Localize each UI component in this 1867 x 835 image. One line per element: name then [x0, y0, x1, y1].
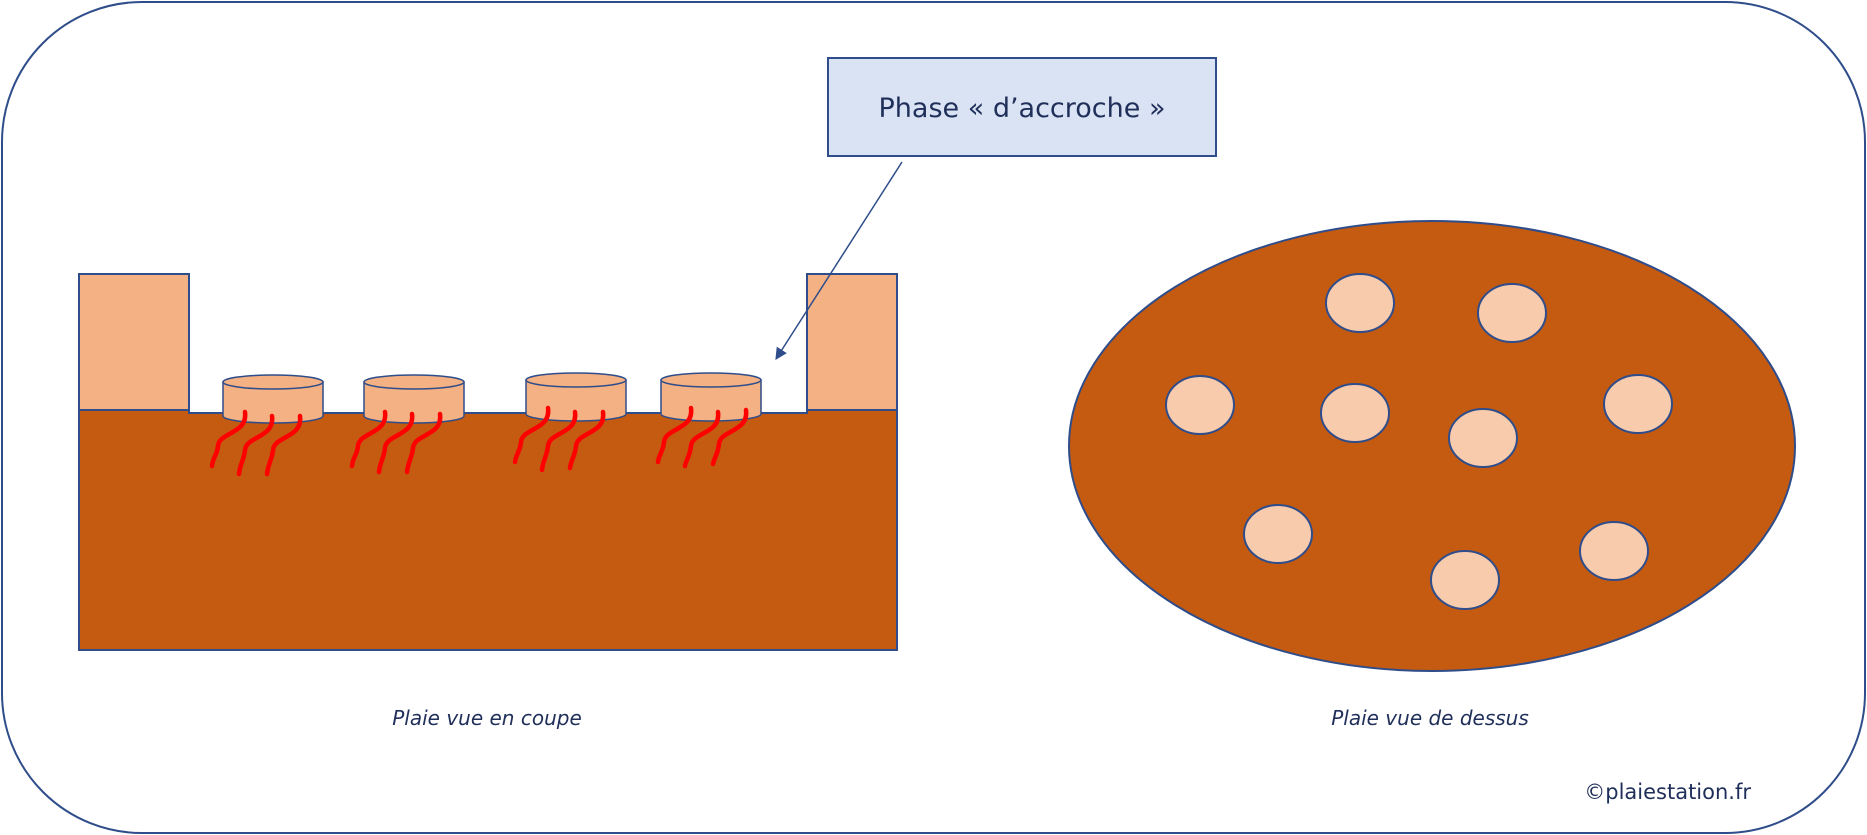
graft-top	[1325, 273, 1395, 333]
fiber	[567, 409, 606, 471]
fiber	[376, 411, 415, 475]
callout-label: Phase « d’accroche »	[879, 93, 1166, 124]
graft-section-3	[525, 372, 627, 422]
graft-top	[1243, 504, 1313, 564]
section-view	[78, 273, 898, 651]
anchoring-fibers	[209, 405, 749, 477]
graft-top	[1320, 383, 1390, 443]
skin-edge-right	[806, 273, 898, 411]
fiber	[539, 409, 578, 473]
graft-top	[1579, 521, 1649, 581]
caption-section-view: Plaie vue en coupe	[392, 706, 582, 730]
fiber	[264, 413, 303, 477]
graft-section-1	[222, 374, 324, 424]
fiber	[512, 405, 551, 465]
graft-top	[1603, 374, 1673, 434]
top-view	[1068, 220, 1796, 672]
callout-arrow	[775, 161, 903, 361]
graft-top	[1430, 550, 1500, 610]
graft-section-4	[660, 372, 762, 422]
fiber	[655, 405, 694, 465]
grafts-top	[1165, 273, 1673, 610]
wound-bed-section	[78, 409, 898, 651]
graft-top	[1448, 408, 1518, 468]
caption-top-view: Plaie vue de dessus	[1331, 706, 1529, 730]
fiber	[209, 409, 248, 469]
callout-box	[827, 57, 1217, 157]
fiber	[236, 413, 275, 477]
fiber	[349, 409, 388, 469]
graft-top	[1477, 283, 1547, 343]
fiber	[710, 407, 749, 467]
fiber	[682, 409, 721, 469]
copyright-text: ©plaiestation.fr	[1584, 780, 1751, 804]
skin-edge-left	[78, 273, 190, 411]
fiber	[404, 411, 443, 475]
callout: Phase « d’accroche »	[775, 57, 1217, 361]
wound-bed-top	[1068, 220, 1796, 672]
graft-top	[1165, 375, 1235, 435]
